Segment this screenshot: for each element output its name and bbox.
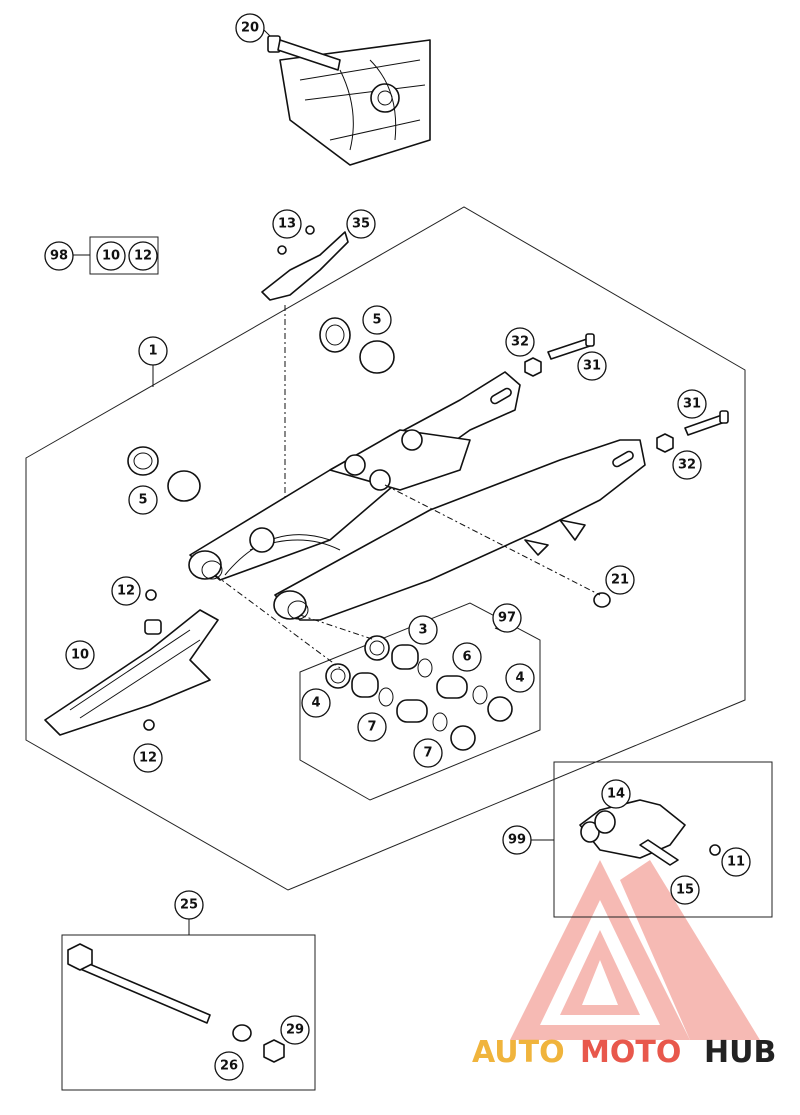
svg-text:20: 20: [241, 21, 259, 36]
callout-12-top: 12: [111, 576, 141, 606]
callout-25: 25: [174, 890, 204, 920]
callout-31-top: 31: [577, 351, 607, 381]
svg-text:31: 31: [583, 359, 601, 374]
svg-text:35: 35: [352, 217, 370, 232]
bearing-kit-frame: [299, 602, 541, 801]
callout-20: 20: [235, 13, 265, 43]
chain-slider: [44, 609, 219, 736]
callout-98-item-12: 12: [128, 241, 158, 271]
callout-6: 6: [452, 642, 482, 672]
callout-98: 98: [44, 241, 74, 271]
svg-text:4: 4: [311, 696, 320, 711]
svg-text:10: 10: [102, 249, 120, 264]
callout-15: 15: [670, 875, 700, 905]
callout-11: 11: [721, 847, 751, 877]
svg-text:12: 12: [117, 584, 135, 599]
svg-text:14: 14: [607, 787, 625, 802]
svg-text:15: 15: [676, 883, 694, 898]
frame-detail: [267, 35, 431, 166]
svg-text:25: 25: [180, 898, 198, 913]
callout-14: 14: [601, 779, 631, 809]
watermark-text: AUTO MOTO HUB: [472, 1035, 776, 1070]
callout-4-right: 4: [505, 663, 535, 693]
callout-10: 10: [65, 640, 95, 670]
watermark-moto: MOTO: [580, 1035, 681, 1070]
svg-text:7: 7: [367, 720, 376, 735]
callout-5-left: 5: [128, 485, 158, 515]
callout-26: 26: [214, 1051, 244, 1081]
svg-text:97: 97: [498, 611, 516, 626]
svg-text:12: 12: [134, 249, 152, 264]
swingarm: [188, 371, 646, 621]
svg-text:7: 7: [423, 746, 432, 761]
svg-text:13: 13: [278, 217, 296, 232]
svg-text:10: 10: [71, 648, 89, 663]
callout-32-right: 32: [672, 450, 702, 480]
callout-32-top: 32: [505, 327, 535, 357]
part-35-bracket: [261, 231, 349, 301]
svg-text:5: 5: [138, 493, 147, 508]
callout-21: 21: [605, 565, 635, 595]
callout-4-left: 4: [301, 688, 331, 718]
svg-text:99: 99: [508, 833, 526, 848]
callout-7-lower: 7: [413, 738, 443, 768]
swingarm-frame: [25, 206, 746, 891]
callout-13: 13: [272, 209, 302, 239]
callout-35: 35: [346, 209, 376, 239]
axle: [77, 959, 211, 1024]
svg-text:32: 32: [511, 335, 529, 350]
svg-text:6: 6: [462, 650, 471, 665]
callout-97: 97: [492, 603, 522, 633]
callout-3: 3: [408, 615, 438, 645]
svg-text:12: 12: [139, 751, 157, 766]
watermark-hub: HUB: [704, 1035, 776, 1070]
callout-1: 1: [138, 336, 168, 366]
svg-text:32: 32: [678, 458, 696, 473]
callout-98-item-10: 10: [96, 241, 126, 271]
callout-5-top: 5: [362, 305, 392, 335]
svg-text:11: 11: [727, 855, 745, 870]
svg-text:1: 1: [148, 344, 157, 359]
svg-text:98: 98: [50, 249, 68, 264]
callout-7-upper: 7: [357, 712, 387, 742]
svg-text:3: 3: [418, 623, 427, 638]
callout-99: 99: [502, 825, 532, 855]
svg-text:5: 5: [372, 313, 381, 328]
callout-29: 29: [280, 1015, 310, 1045]
svg-text:31: 31: [683, 397, 701, 412]
svg-text:4: 4: [515, 671, 524, 686]
svg-text:26: 26: [220, 1059, 238, 1074]
callout-31-right: 31: [677, 389, 707, 419]
svg-text:29: 29: [286, 1023, 304, 1038]
svg-text:21: 21: [611, 573, 629, 588]
watermark-auto: AUTO: [472, 1035, 565, 1070]
watermark-logo: [510, 860, 760, 1040]
callout-12-bottom: 12: [133, 743, 163, 773]
